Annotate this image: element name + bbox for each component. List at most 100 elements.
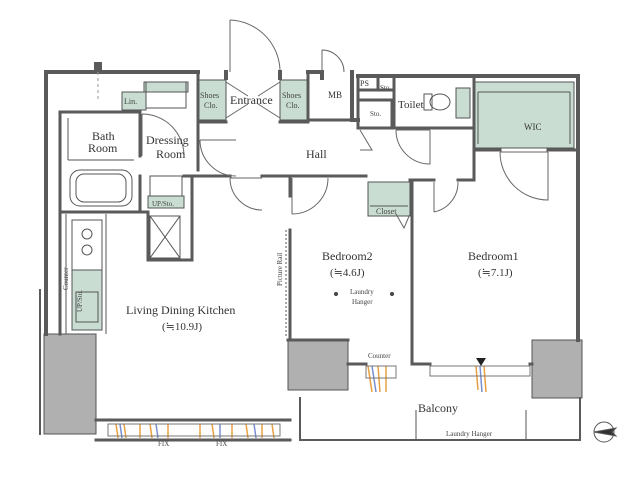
label-laundry-1: Laundry — [350, 288, 374, 296]
wic-area — [473, 81, 575, 149]
washbasin — [149, 175, 183, 197]
toilet-sink — [455, 87, 471, 119]
label-shoes-right-2: Clo. — [286, 101, 300, 110]
label-toilet: Toilet — [398, 99, 424, 111]
bath-dressing-wall — [58, 110, 200, 336]
label-closet: Closet — [376, 207, 397, 216]
toilet-door — [395, 129, 431, 165]
dressing-shelf — [143, 81, 189, 93]
sash-ldk — [115, 423, 275, 439]
shoes-closet-left — [197, 79, 227, 121]
north-arrow — [593, 427, 618, 437]
kitchen-counter — [71, 269, 103, 331]
kitchen-stove — [71, 219, 103, 271]
shoes-door-right — [257, 81, 281, 119]
label-mb: MB — [328, 90, 342, 100]
storage-areas — [71, 79, 575, 331]
sash-bedroom2 — [367, 365, 387, 393]
label-bedroom1: Bedroom1 — [468, 249, 519, 263]
structural-columns — [43, 333, 583, 435]
bathtub-inner — [75, 173, 127, 203]
label-picture-rail: Picture Rail — [276, 253, 284, 286]
label-entrance: Entrance — [230, 93, 273, 107]
wic-shelves — [477, 91, 571, 144]
storage-wall — [356, 98, 394, 130]
sash-bedroom1 — [475, 365, 487, 393]
sash-bedroom1-blue — [371, 365, 483, 393]
label-wic: WIC — [524, 122, 542, 132]
label-up-sto-kitchen: UP/Sto. — [76, 290, 84, 312]
balcony-hanger-line — [415, 410, 527, 440]
bedroom1-glass — [429, 365, 531, 377]
label-sto-top: Sto. — [380, 84, 391, 92]
label-shoes-right-1: Shoes — [282, 91, 301, 100]
label-bath-1: Bath — [92, 129, 115, 143]
bath-shower-wall — [67, 118, 134, 161]
washing-machine-x — [149, 215, 181, 259]
label-bedroom1-size: (≒7.1J) — [478, 267, 513, 279]
label-lin: Lin. — [124, 97, 137, 106]
glass-panels — [107, 365, 531, 437]
label-fix-2: FIX — [216, 440, 227, 448]
marker-triangle — [476, 358, 486, 366]
north-arrow-circle — [593, 421, 615, 443]
mb-door — [321, 49, 345, 73]
bedroom2-door2 — [291, 177, 329, 215]
burner-2 — [81, 244, 93, 256]
label-dressing-2: Room — [156, 147, 186, 161]
balcony-outline — [299, 397, 581, 441]
hall-door-left — [199, 139, 237, 177]
toilet-bowl — [429, 93, 451, 111]
label-hall: Hall — [306, 147, 327, 161]
washing-machine — [149, 215, 181, 259]
closet-door — [395, 213, 411, 230]
label-shoes-left-2: Clo. — [204, 101, 218, 110]
sto-door — [359, 129, 373, 151]
label-laundry-2: Hanger — [352, 298, 373, 306]
bathtub — [69, 169, 133, 207]
label-counter-balcony: Counter — [368, 352, 391, 360]
dressing-door — [141, 113, 185, 157]
burner-1 — [81, 228, 93, 240]
kitchen-sink — [75, 291, 99, 323]
label-shoes-left-1: Shoes — [200, 91, 219, 100]
column-bottom-right — [531, 339, 583, 399]
laundry-hook-2 — [390, 292, 394, 296]
label-up-sto-bath: UP/Sto. — [152, 200, 174, 208]
entrance-door — [229, 19, 281, 72]
closet-area — [367, 181, 411, 217]
kitchen-line — [65, 214, 107, 334]
sash-ldk-blue — [119, 423, 257, 439]
label-dressing-1: Dressing — [146, 133, 189, 147]
label-bedroom2-size: (≒4.6J) — [330, 267, 365, 279]
label-ps: PS — [360, 79, 369, 88]
hall-wall — [182, 148, 476, 182]
label-ldk: Living Dining Kitchen — [126, 303, 235, 317]
toilet-wall — [376, 74, 476, 130]
dressing-vanity — [145, 81, 187, 109]
shoes-closet-right — [279, 79, 309, 121]
bedroom2-glass — [365, 365, 397, 379]
wic-door — [499, 151, 549, 201]
label-bedroom2: Bedroom2 — [322, 249, 373, 263]
toilet-tank — [423, 93, 433, 111]
window-sashes — [115, 365, 487, 439]
bedroom2-wall — [286, 174, 414, 366]
ldk-glass — [107, 423, 281, 437]
fixtures — [65, 72, 618, 443]
label-laundry-hanger-balcony: Laundry Hanger — [446, 430, 493, 438]
label-bath-2: Room — [88, 141, 118, 155]
column-bottom-mid — [287, 339, 349, 391]
bedroom2-door — [229, 177, 263, 211]
bedroom1-door — [433, 181, 459, 213]
column-bottom-left — [43, 333, 97, 435]
door-swings — [141, 19, 549, 230]
laundry-hook-1 — [334, 292, 338, 296]
label-balcony: Balcony — [418, 401, 458, 415]
entrance-wall — [196, 70, 310, 172]
ldk-bottom-wall — [94, 418, 292, 442]
label-counter-kitchen: Counter — [62, 267, 70, 290]
label-ldk-size: (≒10.9J) — [162, 321, 202, 333]
label-sto-mid: Sto. — [370, 110, 381, 118]
